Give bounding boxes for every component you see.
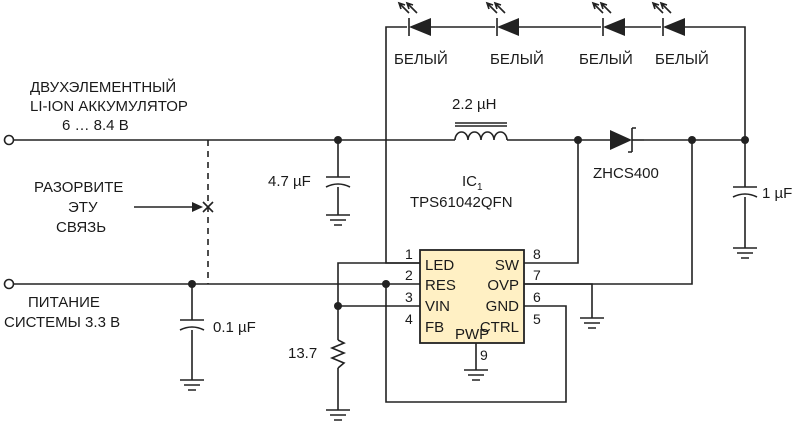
resistor-value: 13.7 <box>288 345 317 362</box>
junction-dot <box>334 136 342 144</box>
ground-symbol <box>326 409 350 421</box>
note-line2: ЭТУ <box>68 199 98 216</box>
pin-name: SW <box>495 257 520 274</box>
led-label: БЕЛЫЙ <box>394 50 448 68</box>
system-label-line2: СИСТЕМЫ 3.3 В <box>4 314 120 331</box>
battery-label-line2: LI-ION АККУМУЛЯТОР <box>30 98 188 115</box>
junction-dot <box>334 302 342 310</box>
battery-label-line1: ДВУХЭЛЕМЕНТНЫЙ <box>30 78 176 96</box>
ic-body <box>419 249 525 344</box>
pin-number: 3 <box>405 289 413 305</box>
led-1 <box>397 1 431 36</box>
junction-dot <box>382 280 390 288</box>
battery-voltage-label: 6 … 8.4 В <box>62 117 129 134</box>
diode-part: ZHCS400 <box>593 165 659 182</box>
pin-number: 6 <box>533 289 541 305</box>
wires <box>13 26 746 410</box>
ground-symbol <box>464 369 488 381</box>
pin-name: CTRL <box>480 319 519 336</box>
junction-dot <box>741 136 749 144</box>
pin-name: OVP <box>487 277 519 294</box>
ic-part-number: TPS61042QFN <box>410 194 513 211</box>
inductor <box>454 122 508 141</box>
note-line1: РАЗОРВИТЕ <box>34 179 123 196</box>
pin-number: 5 <box>533 311 541 327</box>
pin-number: 8 <box>533 246 541 262</box>
pin-number: 1 <box>405 246 413 262</box>
note-line3: СВЯЗЬ <box>56 219 106 236</box>
pin-number: 7 <box>533 267 541 283</box>
battery-terminal <box>3 134 15 146</box>
junction-dot <box>188 280 196 288</box>
cap-in-value: 4.7 µF <box>268 173 311 190</box>
ground-symbol <box>580 317 604 329</box>
led-2 <box>485 1 519 36</box>
cap-sys-symbol <box>179 319 205 331</box>
junction-dot <box>688 136 696 144</box>
system-label-line1: ПИТАНИЕ <box>28 294 100 311</box>
led-label: БЕЛЫЙ <box>655 50 709 68</box>
ground-symbol <box>733 247 757 259</box>
pin-name: LED <box>425 257 454 274</box>
ground-symbol <box>326 214 350 226</box>
pin-name: VIN <box>425 298 450 315</box>
pin-number: 4 <box>405 311 413 327</box>
resistor-symbol <box>329 339 347 369</box>
cap-sys-value: 0.1 µF <box>213 319 256 336</box>
schottky-diode <box>610 127 644 153</box>
led-label: БЕЛЫЙ <box>490 50 544 68</box>
cap-out-value: 1 µF <box>762 185 792 202</box>
led-label: БЕЛЫЙ <box>579 50 633 68</box>
junction-dots <box>188 136 749 310</box>
pwp-label: PWP <box>455 326 489 343</box>
cap-in-symbol <box>325 176 351 188</box>
led-3 <box>591 1 625 36</box>
led-4 <box>651 1 685 36</box>
pin-name: RES <box>425 277 456 294</box>
system-terminal <box>3 278 15 290</box>
break-x-mark <box>202 201 214 213</box>
pin-name: FB <box>425 319 444 336</box>
ground-symbol <box>180 379 204 391</box>
pwp-pin-number: 9 <box>480 347 488 363</box>
cap-out-symbol <box>732 186 758 198</box>
pin-name: GND <box>486 298 520 315</box>
junction-dot <box>574 136 582 144</box>
ic-designator: IC1 <box>462 173 483 193</box>
note-arrowhead <box>192 202 203 212</box>
pin-number: 2 <box>405 267 413 283</box>
inductor-value: 2.2 µH <box>452 96 497 113</box>
